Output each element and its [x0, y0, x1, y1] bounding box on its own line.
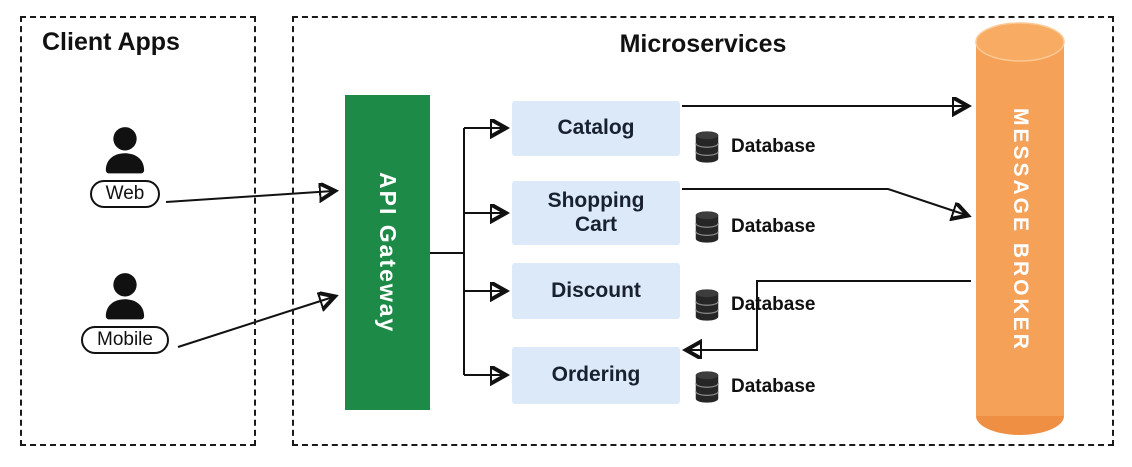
- actor-web: Web: [70, 122, 180, 208]
- service-label: Catalog: [557, 116, 635, 140]
- database-label: Database: [731, 376, 816, 397]
- service-label: Shopping Cart: [547, 188, 645, 236]
- database-label: Database: [731, 294, 816, 315]
- microservices-group: [292, 16, 1114, 446]
- database-catalog: Database: [692, 127, 816, 167]
- service-node-ordering: Ordering: [512, 347, 680, 404]
- cylinder-shape: [975, 22, 1065, 435]
- database-discount: Database: [692, 285, 816, 325]
- client-apps-title: Client Apps: [42, 28, 180, 56]
- api-gateway-node: API Gateway: [345, 95, 430, 410]
- actor-mobile: Mobile: [70, 268, 180, 354]
- database-icon: [692, 209, 722, 245]
- actor-web-label: Web: [89, 180, 161, 208]
- database-icon: [692, 287, 722, 323]
- message-broker-label: MESSAGE BROKER: [1009, 107, 1032, 352]
- service-label: Ordering: [551, 363, 641, 387]
- user-icon: [97, 268, 153, 324]
- database-label: Database: [731, 136, 816, 157]
- database-label: Database: [731, 216, 816, 237]
- service-node-shopping-cart: Shopping Cart: [512, 181, 680, 245]
- service-node-discount: Discount: [512, 263, 680, 319]
- database-ordering: Database: [692, 367, 816, 407]
- client-apps-group: [20, 16, 256, 446]
- service-node-catalog: Catalog: [512, 101, 680, 156]
- user-icon: [97, 122, 153, 178]
- database-icon: [692, 129, 722, 165]
- microservices-title: Microservices: [619, 30, 787, 58]
- database-icon: [692, 369, 722, 405]
- database-shopping-cart: Database: [692, 207, 816, 247]
- actor-mobile-label: Mobile: [81, 326, 169, 354]
- service-label: Discount: [551, 278, 641, 302]
- message-broker-node: MESSAGE BROKER: [975, 22, 1065, 437]
- api-gateway-label: API Gateway: [375, 171, 401, 334]
